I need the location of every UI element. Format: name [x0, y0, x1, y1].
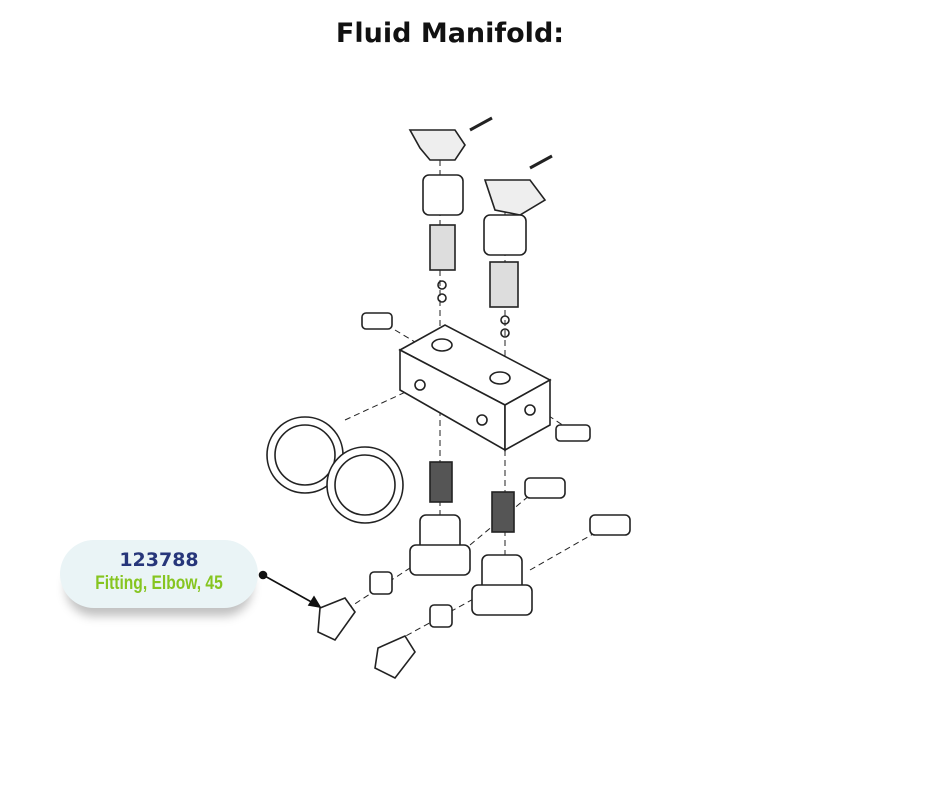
- nipple-right: [491, 491, 515, 533]
- page-title: Fluid Manifold:: [335, 18, 565, 49]
- handle-left: [408, 116, 493, 161]
- side-fitting: [555, 424, 591, 442]
- pressure-gauge-1: [266, 416, 344, 494]
- valve-right: [483, 214, 527, 338]
- connector-2: [589, 514, 631, 536]
- handle-right: [483, 154, 553, 216]
- plug-fitting: [361, 312, 393, 330]
- nut-2: [429, 604, 453, 628]
- part-description: Fitting, Elbow, 45: [95, 573, 223, 594]
- manifold-block: [398, 324, 552, 452]
- callout-arrow: [258, 570, 322, 609]
- part-number: 123788: [119, 549, 199, 571]
- nut-1: [369, 571, 393, 595]
- tee-left: [409, 514, 471, 576]
- valve-left: [422, 174, 464, 303]
- nipple-left: [429, 461, 453, 503]
- elbow-fitting-1: [317, 597, 356, 642]
- pressure-gauge-2: [326, 446, 404, 524]
- connector-1: [524, 477, 566, 499]
- tee-right: [471, 554, 533, 616]
- elbow-fitting-2: [374, 634, 416, 680]
- part-callout: 123788 Fitting, Elbow, 45: [60, 540, 258, 608]
